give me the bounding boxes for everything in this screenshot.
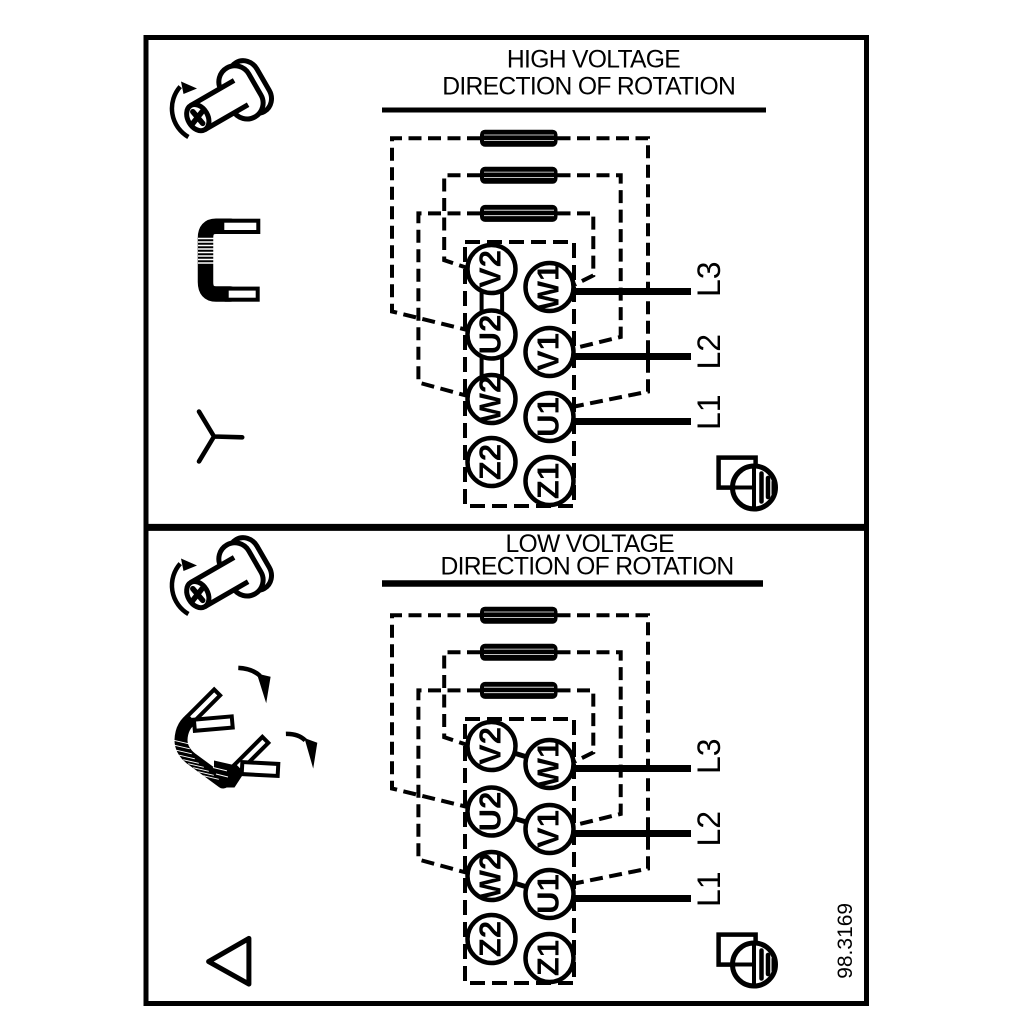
svg-text:DIRECTION OF ROTATION: DIRECTION OF ROTATION <box>442 74 735 101</box>
svg-text:LOW VOLTAGE: LOW VOLTAGE <box>506 531 675 558</box>
svg-text:DIRECTION OF ROTATION: DIRECTION OF ROTATION <box>441 554 734 581</box>
svg-text:98.3169: 98.3169 <box>834 903 857 979</box>
svg-text:HIGH VOLTAGE: HIGH VOLTAGE <box>507 46 680 73</box>
